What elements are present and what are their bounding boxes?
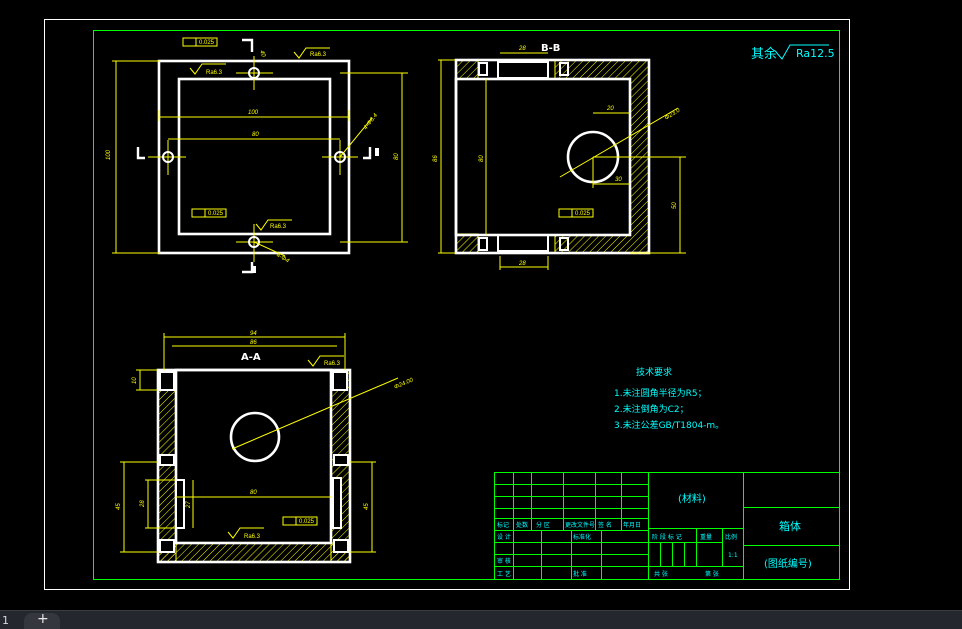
side-dim-20: 20 (606, 106, 614, 112)
tb-sign: 签 名 (598, 521, 612, 529)
tb-scale-value: 1:1 (728, 552, 738, 559)
tab-number[interactable]: 1 (2, 614, 9, 627)
tb-drawing-no: (图纸编号) (764, 557, 812, 570)
sheet-outer-border (44, 19, 850, 590)
tech-requirements: 技术要求 1.未注圆角半径为R5； 2.未注倒角为C2； 3.未注公差GB/T1… (614, 366, 724, 431)
front-dim-80-v: 80 (394, 153, 400, 160)
tb-approve: 批 准 (573, 570, 587, 578)
side-dim-28-top: 28 (518, 46, 526, 52)
tb-zone: 分 区 (536, 521, 550, 529)
side-dim-30: 30 (615, 177, 622, 183)
tb-scale: 比例 (725, 533, 737, 541)
tb-total: 共 张 (654, 570, 668, 578)
top-dim-27: 27 (186, 501, 192, 509)
roughness-symbol: Ra12.5 (796, 47, 835, 60)
front-tol-top: 0.025 (199, 40, 215, 46)
front-hole-callout-b: 4-Φ4 (275, 253, 290, 265)
front-ra-bottom: Ra6.3 (270, 224, 287, 230)
front-dim-100-v: 100 (106, 149, 112, 160)
top-dim-94: 94 (250, 331, 257, 337)
tech-req-3: 3.未注公差GB/T1804-m。 (614, 419, 724, 431)
top-dim-86: 86 (250, 340, 257, 346)
tb-design: 设 计 (497, 533, 511, 541)
side-dim-50: 50 (672, 202, 678, 209)
top-section-mark: A-A (241, 352, 261, 363)
side-tol: 0.025 (575, 211, 591, 217)
side-dim-80: 80 (479, 155, 485, 162)
front-view: 100 80 100 80 4-Φ8.4 4-Φ4 40 Ra6.3 Ra6.3… (106, 37, 408, 274)
top-dim-phi: Φ24.00 (393, 377, 414, 391)
front-hole-callout: 4-Φ8.4 (363, 112, 380, 131)
side-dim-86: 86 (433, 155, 439, 162)
front-dim-small: 40 (258, 50, 266, 59)
tb-sheet: 第 张 (705, 570, 719, 578)
front-ra-right: Ra6.3 (206, 70, 223, 76)
tb-process: 工 艺 (497, 570, 511, 578)
top-dim-45-right: 45 (364, 503, 370, 510)
tb-part-name: 箱体 (779, 519, 801, 533)
tb-stage-mark: 阶 段 标 记 (652, 533, 682, 541)
tb-standard: 标准化 (573, 533, 591, 541)
front-ra-top: Ra6.3 (310, 52, 327, 58)
side-dim-phi: Φ23.0 (664, 107, 682, 121)
side-dim-28-bot: 28 (518, 261, 526, 267)
tb-date: 年月日 (623, 521, 641, 529)
cad-drawing-canvas[interactable]: 100 80 100 80 4-Φ8.4 4-Φ4 40 Ra6.3 Ra6.3… (0, 0, 962, 610)
tech-req-1: 1.未注圆角半径为R5； (614, 387, 707, 399)
title-block: (材料) 箱体 (图纸编号) 标记 处数 分 区 更改文件号 签 名 年月日 设… (494, 472, 840, 580)
add-tab-icon[interactable]: + (37, 611, 49, 627)
tb-review: 审 核 (497, 557, 511, 565)
top-view: Φ24.00 94 86 10 80 45 28 27 45 Ra6.3 Ra6… (116, 331, 415, 564)
tb-material: (材料) (678, 492, 706, 505)
tech-req-title: 技术要求 (636, 366, 672, 378)
tb-weight: 重量 (700, 533, 712, 541)
top-dim-10: 10 (132, 377, 138, 384)
tb-marks: 标记 (497, 521, 509, 529)
tb-count: 处数 (516, 521, 528, 529)
side-section-mark: B-B (541, 43, 560, 54)
top-ra-bottom: Ra6.3 (244, 534, 261, 540)
layout-tab[interactable] (24, 613, 60, 629)
front-tol-bottom: 0.025 (208, 211, 224, 217)
front-dim-80-h: 80 (252, 132, 259, 138)
top-ra-top: Ra6.3 (324, 361, 341, 367)
side-view: Φ23.0 28 28 86 80 20 30 50 0.025 B-B (433, 43, 686, 270)
top-tol: 0.025 (299, 519, 315, 525)
top-dim-45-left: 45 (116, 503, 122, 510)
sheet-inner-border (93, 30, 840, 580)
roughness-prefix: 其余 (751, 46, 777, 62)
tech-req-2: 2.未注倒角为C2； (614, 403, 689, 415)
top-dim-80: 80 (250, 490, 257, 496)
front-dim-100: 100 (248, 110, 259, 116)
layout-tab-bar: 1 + (0, 610, 962, 629)
tb-doc-no: 更改文件号 (565, 521, 595, 529)
top-dim-28: 28 (140, 500, 146, 508)
